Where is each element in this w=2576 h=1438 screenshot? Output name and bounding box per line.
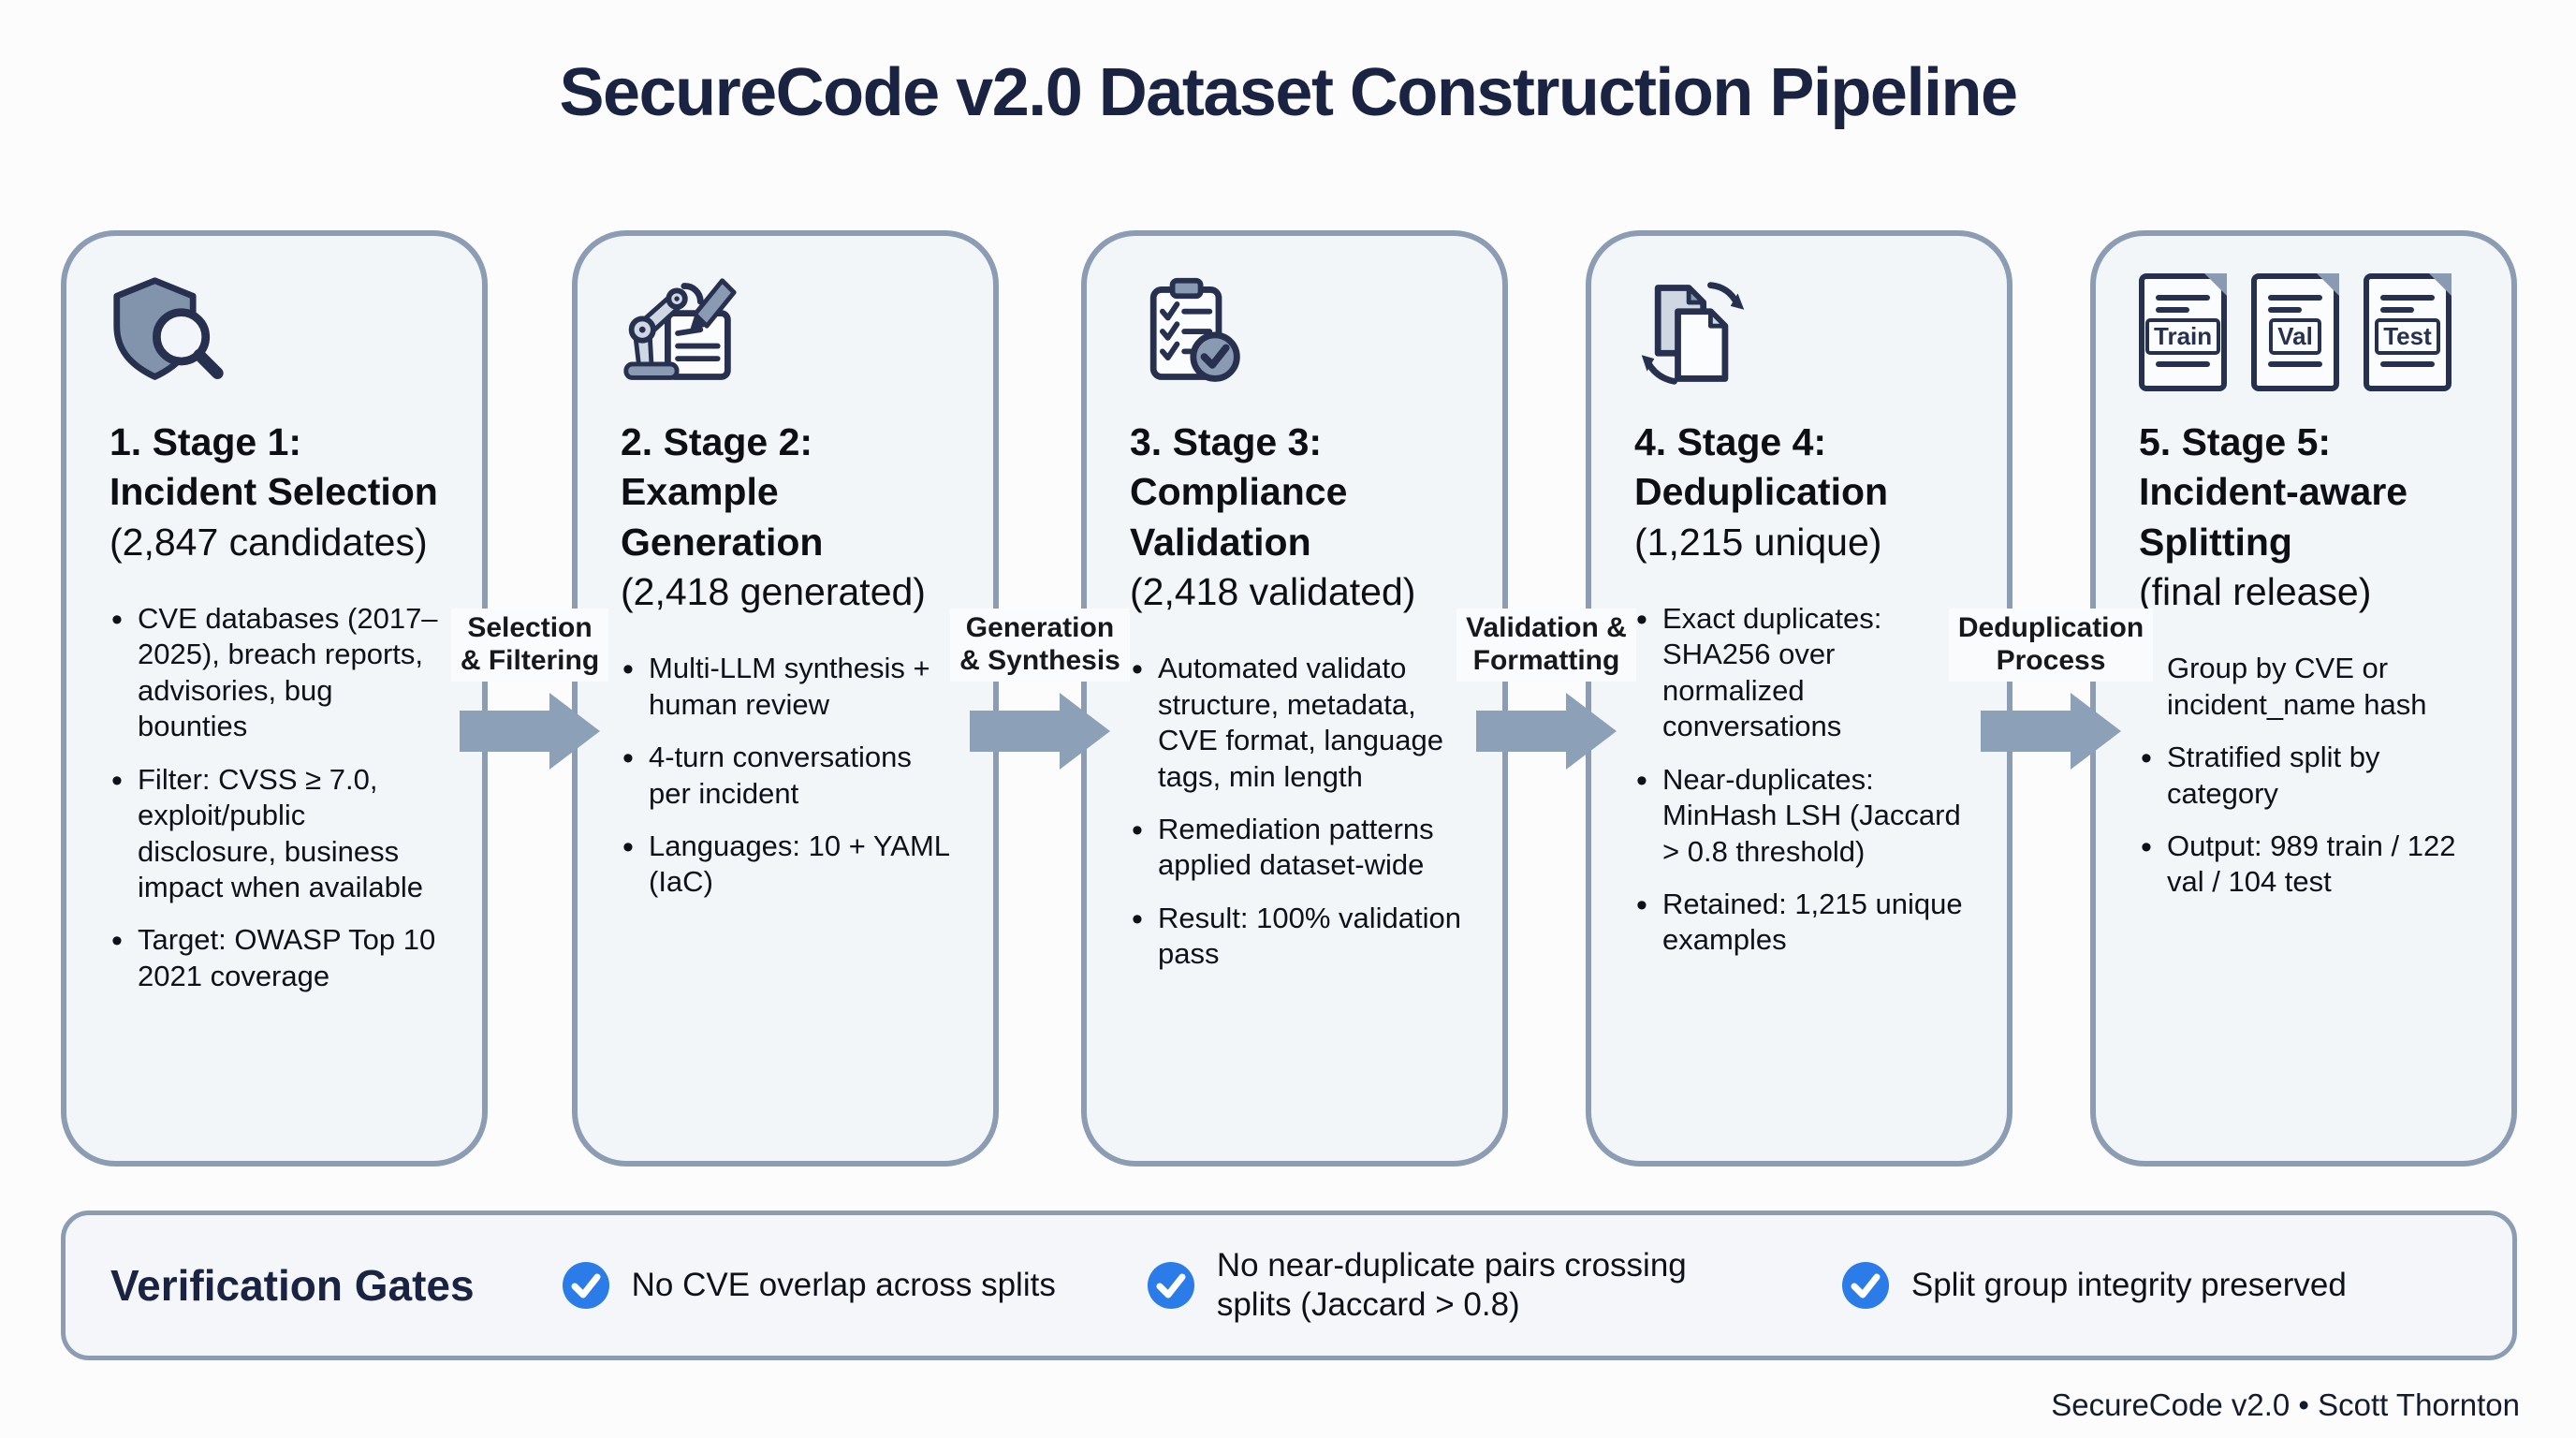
connector-label: Deduplication Process: [1948, 609, 2154, 682]
bullet-item: Group by CVE or incident_name hash: [2139, 650, 2470, 723]
stage-subtitle: (2,418 generated): [621, 569, 926, 613]
bullet-item: Multi-LLM synthesis + human review: [621, 650, 952, 723]
bullet-item: Exact duplicates: SHA256 over normalized…: [1634, 600, 1966, 745]
bullet-item: Stratified split by category: [2139, 739, 2470, 812]
stage-2-example-generation-card: 2. Stage 2: Example Generation (2,418 ge…: [572, 230, 999, 1167]
gate-text: No near-duplicate pairs crossing splits …: [1216, 1247, 1687, 1323]
gate-split-integrity: Split group integrity preserved: [1840, 1260, 2347, 1311]
credit-line: SecureCode v2.0 • Scott Thornton: [2051, 1387, 2520, 1422]
bullet-item: Languages: 10 + YAML (IaC): [621, 828, 952, 901]
stage-subtitle: (final release): [2139, 569, 2372, 613]
blue-checkmark-icon: [1840, 1260, 1891, 1311]
stage-bullet-list: Automated validato structure, metadata, …: [1130, 650, 1461, 973]
bullet-item: Remediation patterns applied dataset-wid…: [1130, 811, 1461, 884]
test-document-icon: Test: [2364, 273, 2452, 391]
stage-title: 1. Stage 1: Incident Selection: [110, 420, 438, 514]
val-document-icon: Val: [2251, 273, 2339, 391]
stage-title: 5. Stage 5: Incident-aware Splitting: [2139, 420, 2408, 564]
bullet-item: Filter: CVSS ≥ 7.0, exploit/public discl…: [110, 761, 441, 906]
right-arrow-icon: [1981, 692, 2121, 770]
blue-checkmark-icon: [1146, 1260, 1196, 1311]
connector-label: Generation & Synthesis: [950, 609, 1130, 682]
bullet-item: 4-turn conversations per incident: [621, 739, 952, 812]
connector-deduplication-process: Deduplication Process: [1920, 609, 2182, 770]
stage-1-incident-selection-card: 1. Stage 1: Incident Selection (2,847 ca…: [61, 230, 488, 1167]
connector-validation-formatting: Validation & Formatting: [1415, 609, 1677, 770]
gate-text: No CVE overlap across splits: [631, 1267, 1056, 1303]
stage-subtitle: (2,847 candidates): [110, 520, 428, 564]
duplicate-documents-icon: [1634, 273, 1966, 393]
connector-label: Validation & Formatting: [1456, 609, 1636, 682]
connector-selection-filtering: Selection & Filtering: [399, 609, 661, 770]
folded-corner: [2429, 273, 2452, 296]
gate-no-cve-overlap: No CVE overlap across splits: [561, 1260, 1056, 1311]
blue-checkmark-icon: [561, 1260, 611, 1311]
connector-label: Selection & Filtering: [450, 609, 609, 682]
stage-subtitle: (2,418 validated): [1130, 569, 1416, 613]
stage-bullet-list: CVE databases (2017–2025), breach report…: [110, 600, 441, 994]
stage-bullet-list: Multi-LLM synthesis + human review 4-turn…: [621, 650, 952, 901]
stage-3-compliance-validation-card: 3. Stage 3: Compliance Validation (2,418…: [1081, 230, 1508, 1167]
right-arrow-icon: [1476, 692, 1617, 770]
stage-bullet-list: Exact duplicates: SHA256 over normalized…: [1634, 600, 1966, 959]
train-document-icon: Train: [2139, 273, 2227, 391]
val-label: Val: [2269, 318, 2321, 356]
verification-gates-title: Verification Gates: [110, 1261, 475, 1310]
stage-subtitle: (1,215 unique): [1634, 520, 1882, 564]
verification-gates-bar: Verification Gates No CVE overlap across…: [61, 1211, 2517, 1360]
stage-title: 2. Stage 2: Example Generation: [621, 420, 824, 564]
clipboard-checklist-icon: [1130, 273, 1461, 393]
robot-writing-icon: [621, 273, 952, 393]
stage-5-incident-aware-splitting-card: Train Val Test 5. Stage 5: Incident-awar…: [2090, 230, 2517, 1167]
right-arrow-icon: [970, 692, 1110, 770]
page-title: SecureCode v2.0 Dataset Construction Pip…: [559, 55, 2018, 130]
connector-generation-synthesis: Generation & Synthesis: [909, 609, 1171, 770]
gate-no-near-duplicates: No near-duplicate pairs crossing splits …: [1146, 1246, 1750, 1325]
gate-text: Split group integrity preserved: [1910, 1267, 2347, 1303]
train-label: Train: [2145, 318, 2220, 356]
bullet-item: Target: OWASP Top 10 2021 coverage: [110, 921, 441, 994]
bullet-item: Result: 100% validation pass: [1130, 900, 1461, 973]
stage-bullet-list: Group by CVE or incident_name hashStrati…: [2139, 650, 2470, 901]
stage-title: 4. Stage 4: Deduplication: [1634, 420, 1889, 514]
train-val-test-documents-icon: Train Val Test: [2139, 273, 2470, 393]
bullet-item: Output: 989 train / 122 val / 104 test: [2139, 828, 2470, 901]
bullet-item: Near-duplicates: MinHash LSH (Jaccard > …: [1634, 761, 1966, 870]
right-arrow-icon: [460, 692, 600, 770]
stage-title: 3. Stage 3: Compliance Validation: [1130, 420, 1348, 564]
bullet-item: Automated validato structure, metadata, …: [1130, 650, 1461, 795]
folded-corner: [2317, 273, 2339, 296]
folded-corner: [2204, 273, 2227, 296]
bullet-item: Retained: 1,215 unique examples: [1634, 886, 1966, 959]
stage-4-deduplication-card: 4. Stage 4: Deduplication (1,215 unique)…: [1586, 230, 2012, 1167]
bullet-item: CVE databases (2017–2025), breach report…: [110, 600, 441, 745]
test-label: Test: [2375, 318, 2440, 356]
shield-magnifier-icon: [110, 273, 441, 393]
